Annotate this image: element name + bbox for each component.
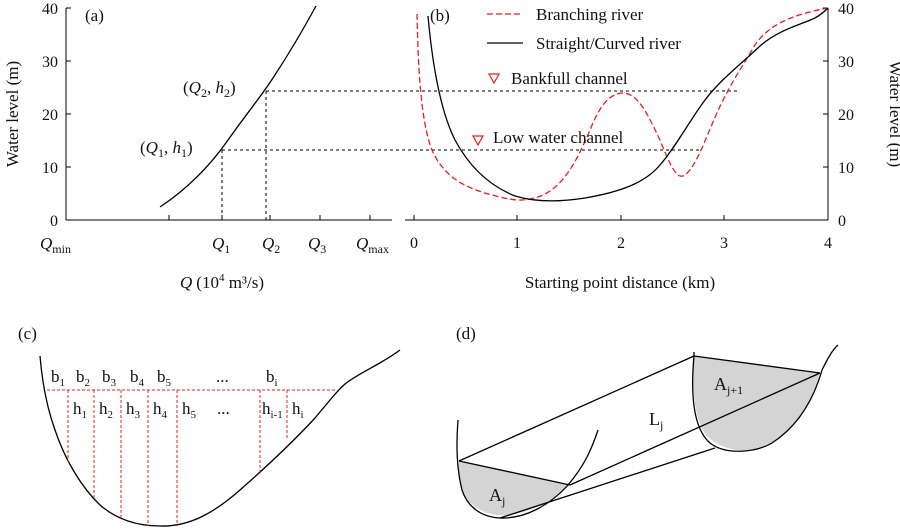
panel-a-y-tick-label: 40	[42, 1, 58, 18]
section-aj-surface	[458, 460, 571, 486]
b-label: b2	[76, 367, 90, 389]
panel-b-y-axis-label: Water level (m)	[886, 61, 900, 167]
panel-a-x-tick-labels: Qmin Q1 Q2 Q3 Qmax	[40, 234, 389, 256]
b-label: b4	[130, 367, 145, 389]
panel-b-x-tick-label: 4	[824, 235, 832, 252]
panel-a-x-axis-label: Q(104 m³/s)	[180, 272, 264, 292]
panel-b-y-tick-label: 0	[838, 213, 846, 230]
h-label: h4	[153, 399, 168, 421]
subsection-verticals	[67, 390, 288, 526]
low-water-label: Low water channel	[493, 128, 624, 147]
label-lj: Lj	[649, 409, 663, 432]
b-label: bi	[266, 367, 278, 389]
panel-b: (b) 0 1 2 3 4 0 10 20 30 40 Water le	[405, 1, 900, 292]
panel-b-y-tick-label: 10	[838, 160, 854, 177]
x-tick-q2: Q2	[262, 234, 280, 256]
panel-c-label: (c)	[18, 324, 37, 343]
b-label: b5	[157, 367, 172, 389]
connector-left-top	[458, 355, 695, 462]
panel-a-y-tick-label: 10	[42, 160, 58, 177]
panel-a-label: (a)	[85, 6, 104, 25]
h-label: h1	[73, 399, 87, 421]
h-label: hi	[292, 399, 304, 421]
stage-discharge-curve	[159, 5, 317, 208]
section-aj1-surface	[693, 355, 821, 374]
x-tick-qmin: Qmin	[40, 234, 71, 256]
panel-b-y-ticks: 0 10 20 30 40	[823, 1, 854, 230]
panel-b-y-tick-label: 30	[838, 54, 854, 71]
x-tick-q1: Q1	[212, 234, 230, 256]
label-aj1: Aj+1	[714, 374, 743, 397]
straight-curved-river-profile	[427, 7, 829, 202]
panel-a-x-ticks	[168, 215, 371, 220]
bankfull-triangle-icon	[487, 73, 501, 85]
panel-d: (d) Aj Aj+1 Lj	[456, 324, 839, 519]
width-labels: b1 b2 b3 b4 b5 ... bi	[51, 367, 278, 389]
section-aj1-fill	[693, 356, 820, 451]
panel-b-y-tick-label: 40	[838, 1, 854, 18]
depth-labels: h1 h2 h3 h4 h5 ... hi-1 hi	[73, 399, 304, 421]
legend-straight-label: Straight/Curved river	[536, 34, 681, 53]
bankfull-label: Bankfull channel	[511, 69, 628, 88]
panel-b-x-tick-label: 2	[617, 235, 625, 252]
panel-b-y-tick-label: 20	[838, 107, 854, 124]
panel-b-x-tick-label: 1	[513, 235, 521, 252]
section-aj-fill	[458, 461, 570, 516]
branching-river-profile	[416, 7, 829, 201]
panel-a-y-tick-label: 20	[42, 107, 58, 124]
panel-d-label: (d)	[456, 324, 476, 343]
panel-b-label: (b)	[430, 6, 450, 25]
panel-b-x-tick-label: 0	[410, 235, 418, 252]
panel-a-y-tick-label: 0	[50, 213, 58, 230]
h-label: ...	[217, 399, 230, 418]
section-aj1-bed	[692, 344, 839, 452]
h-label: h3	[126, 399, 141, 421]
connector-bottom	[499, 447, 716, 519]
h-label: h5	[182, 399, 197, 421]
label-aj: Aj	[489, 485, 505, 508]
legend-branching-label: Branching river	[536, 5, 643, 24]
panel-a: (a) 0 10 20 30 40 Water level (m) Qmin	[3, 1, 392, 292]
b-label: b1	[51, 367, 65, 389]
cross-section-bed	[39, 349, 401, 527]
panel-b-x-axis-label: Starting point distance (km)	[525, 273, 715, 292]
low-water-triangle-icon	[471, 135, 485, 147]
panel-c: (c) b1 b2 b3 b4 b5 ... bi h1 h2	[18, 324, 401, 527]
b-label: ...	[216, 367, 229, 386]
panel-b-x-tick-label: 3	[720, 235, 728, 252]
panel-b-x-ticks: 0 1 2 3 4	[410, 215, 832, 252]
panel-a-y-axis-label: Water level (m)	[3, 61, 22, 167]
x-tick-q3: Q3	[308, 234, 326, 256]
h-label: hi-1	[262, 399, 283, 421]
legend: Branching river Straight/Curved river	[487, 5, 681, 53]
x-tick-qmax: Qmax	[356, 234, 389, 256]
panel-a-y-ticks: 0 10 20 30 40	[42, 1, 71, 230]
point-1-label: (Q1, h1)	[140, 138, 193, 160]
connector-right-top	[569, 372, 821, 486]
point-2-label: (Q2, h2)	[183, 78, 236, 100]
b-label: b3	[102, 367, 117, 389]
panel-a-y-tick-label: 30	[42, 54, 58, 71]
h-label: h2	[99, 399, 113, 421]
